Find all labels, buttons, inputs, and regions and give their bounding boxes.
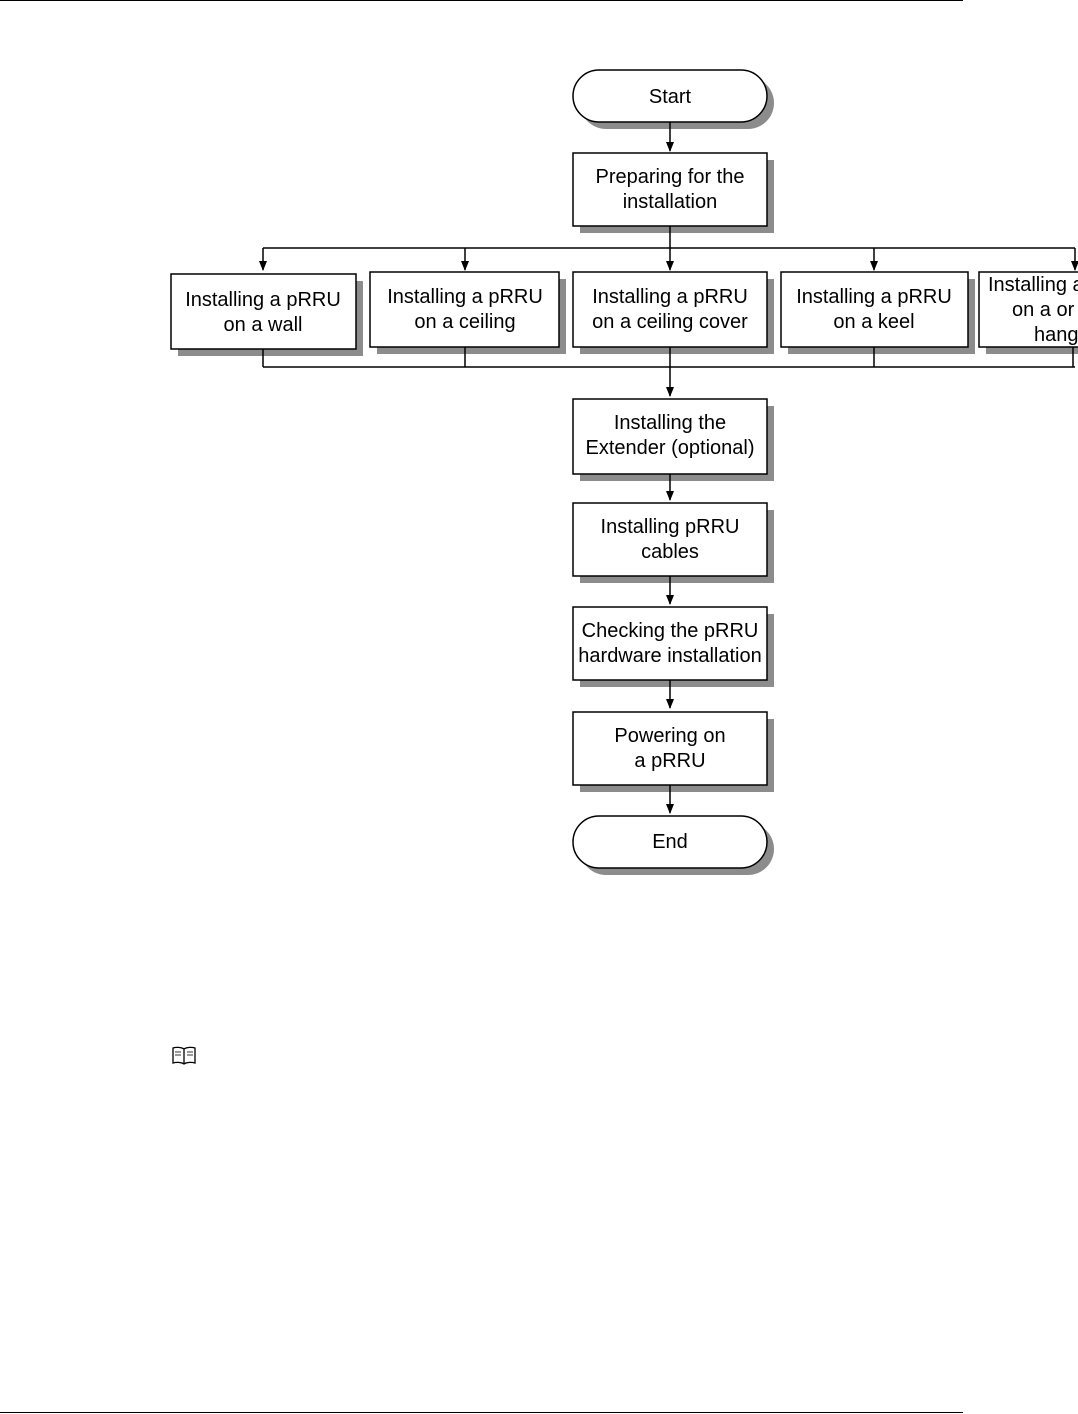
header-rule xyxy=(0,0,963,1)
cables-line-2: cables xyxy=(641,541,699,563)
option-keel-node: Installing a pRRU on a keel xyxy=(780,271,975,354)
option-4-line-2: on a keel xyxy=(833,311,914,333)
option-5-line-2: on a or xyxy=(1012,299,1075,321)
check-node: Checking the pRRU hardware installation xyxy=(572,606,774,687)
power-line-1: Powering on xyxy=(614,725,725,747)
option-wall-node: Installing a pRRU on a wall xyxy=(170,273,363,356)
end-label: End xyxy=(652,831,688,853)
power-node: Powering on a pRRU xyxy=(572,711,774,792)
prepare-line-1: Preparing for the xyxy=(596,166,745,188)
power-line-2: a pRRU xyxy=(634,750,705,772)
option-3-line-1: Installing a pRRU xyxy=(592,286,748,308)
option-4-line-1: Installing a pRRU xyxy=(796,286,952,308)
option-ceiling-node: Installing a pRRU on a ceiling xyxy=(369,271,566,354)
check-line-2: hardware installation xyxy=(578,645,761,667)
option-1-line-2: on a wall xyxy=(224,314,303,336)
cables-node: Installing pRRU cables xyxy=(572,502,774,583)
option-ceiling-cover-node: Installing a pRRU on a ceiling cover xyxy=(572,271,774,354)
start-node: Start xyxy=(572,69,774,129)
footer-rule xyxy=(0,1412,963,1413)
prepare-line-2: installation xyxy=(623,191,718,213)
option-hang-node: Installing a on a or hang xyxy=(978,271,1078,354)
option-3-line-2: on a ceiling cover xyxy=(592,311,748,333)
check-line-1: Checking the pRRU xyxy=(582,620,759,642)
branch-connectors xyxy=(259,226,1078,271)
extender-line-1: Installing the xyxy=(614,412,726,434)
option-2-line-1: Installing a pRRU xyxy=(387,286,543,308)
prepare-node: Preparing for the installation xyxy=(572,152,774,233)
option-5-line-3: hang xyxy=(1034,324,1078,346)
end-node: End xyxy=(572,815,774,875)
merge-connectors xyxy=(262,347,1075,397)
option-5-line-1: Installing a xyxy=(988,274,1078,296)
extender-node: Installing the Extender (optional) xyxy=(572,398,774,481)
cables-line-1: Installing pRRU xyxy=(601,516,740,538)
option-1-line-1: Installing a pRRU xyxy=(185,289,341,311)
extender-line-2: Extender (optional) xyxy=(586,437,755,459)
start-label: Start xyxy=(649,86,692,108)
book-icon xyxy=(172,1046,196,1065)
option-2-line-2: on a ceiling xyxy=(414,311,515,333)
